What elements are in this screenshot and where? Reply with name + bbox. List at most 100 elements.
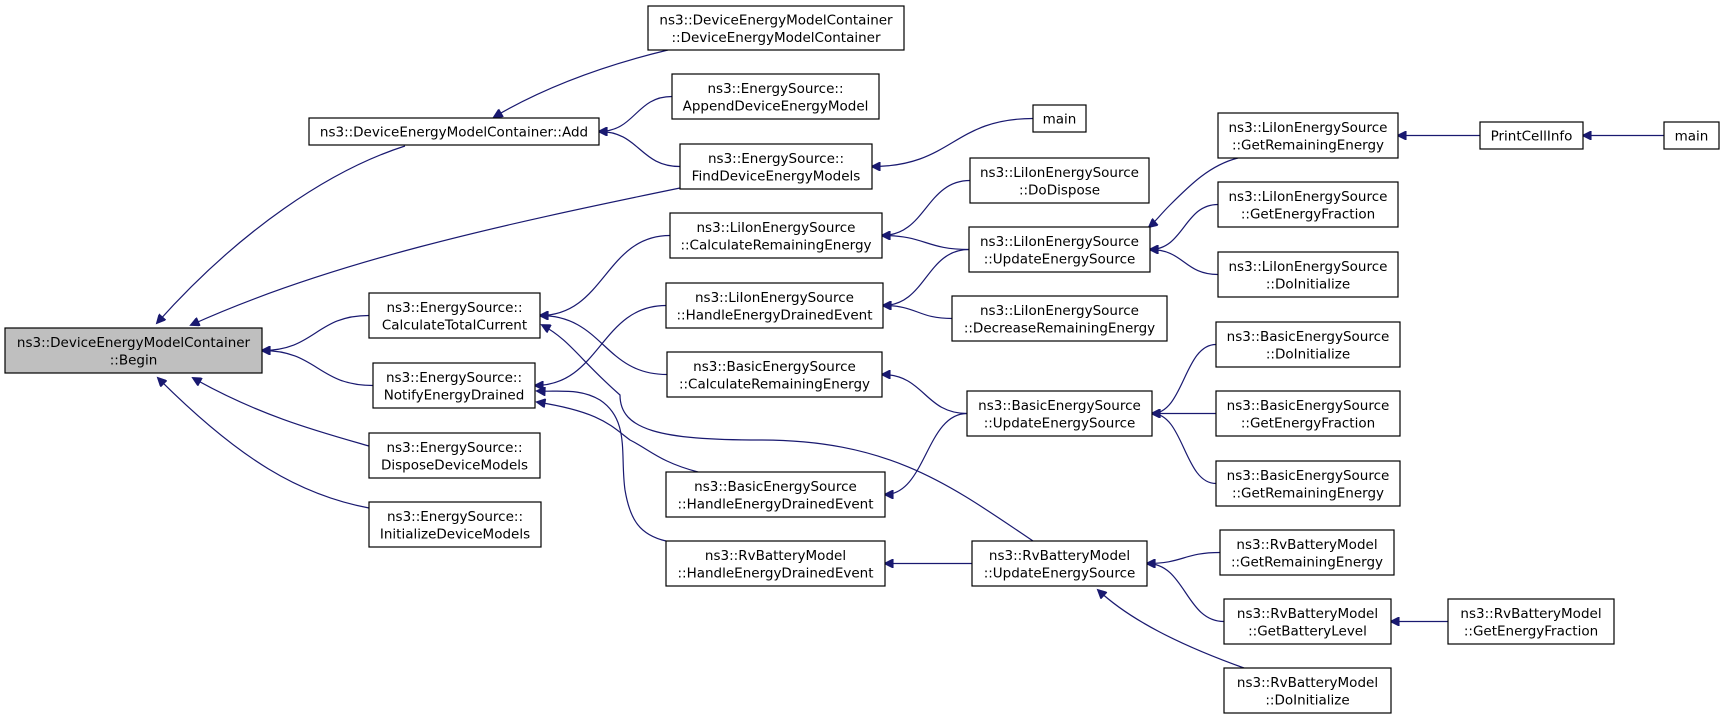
edges-layer [157,49,1665,669]
node-label: ns3::EnergySource:: [708,151,844,167]
edge-begin-notify [262,351,374,387]
node-label: ns3::BasicEnergySource [978,398,1141,414]
node-rv-getlevel[interactable]: ns3::RvBatteryModel::GetBatteryLevel [1223,598,1392,645]
node-li-decrease[interactable]: ns3::LiIonEnergySource::DecreaseRemainin… [951,295,1168,342]
node-li-update[interactable]: ns3::LiIonEnergySource::UpdateEnergySour… [968,226,1151,273]
node-box [966,390,1153,437]
node-label: ns3::BasicEnergySource [1227,468,1390,484]
edge-begin-init-models [158,378,370,509]
edge-rv-update-rv-getrem [1147,551,1221,564]
node-basic-getrem[interactable]: ns3::BasicEnergySource::GetRemainingEner… [1215,460,1401,507]
node-li-calc[interactable]: ns3::LiIonEnergySource::CalculateRemaini… [669,212,883,259]
node-dispose-models[interactable]: ns3::EnergySource::DisposeDeviceModels [368,432,541,479]
node-box [666,351,883,398]
node-label: ns3::LiIonEnergySource [695,290,854,306]
node-box [1223,598,1392,645]
node-li-doinit[interactable]: ns3::LiIonEnergySource::DoInitialize [1217,251,1399,298]
node-label: FindDeviceEnergyModels [692,168,861,184]
node-find[interactable]: ns3::EnergySource::FindDeviceEnergyModel… [679,143,873,190]
edge-li-calc-li-update [882,236,970,251]
node-box [4,327,263,374]
edge-begin-find [191,187,681,325]
node-li-getfrac[interactable]: ns3::LiIonEnergySource::GetEnergyFractio… [1217,181,1399,228]
edge-begin-add [157,145,406,323]
node-label: ns3::BasicEnergySource [1227,329,1390,345]
node-notify[interactable]: ns3::EnergySource::NotifyEnergyDrained [372,362,536,409]
node-add[interactable]: ns3::DeviceEnergyModelContainer::Add [308,117,600,146]
node-box [647,5,905,51]
node-label: ns3::EnergySource:: [386,370,522,386]
node-label: DisposeDeviceModels [381,457,528,473]
node-label: ::DeviceEnergyModelContainer [671,30,880,46]
node-label: ::DoInitialize [1266,276,1350,292]
node-box [308,117,600,146]
node-init-models[interactable]: ns3::EnergySource::InitializeDeviceModel… [368,501,542,548]
node-box [669,212,883,259]
edge-add-find [599,132,681,168]
node-li-handle[interactable]: ns3::LiIonEnergySource::HandleEnergyDrai… [665,282,884,329]
node-box [368,501,542,548]
node-rv-update[interactable]: ns3::RvBatteryModel::UpdateEnergySource [971,540,1148,587]
node-label: ns3::LiIonEnergySource [1229,189,1388,205]
node-main1[interactable]: main [1032,104,1087,133]
edge-add-ctor [494,49,669,117]
node-label: ns3::DeviceEnergyModelContainer [659,12,893,28]
node-label: ::GetRemainingEnergy [1232,137,1384,153]
node-calc-total[interactable]: ns3::EnergySource::CalculateTotalCurrent [368,292,541,339]
node-main2[interactable]: main [1663,121,1720,150]
node-label: ns3::LiIonEnergySource [697,220,856,236]
node-box [1215,321,1401,368]
node-basic-handle[interactable]: ns3::BasicEnergySource::HandleEnergyDrai… [665,471,886,518]
node-rv-getfrac[interactable]: ns3::RvBatteryModel::GetEnergyFraction [1447,598,1615,645]
edge-rv-update-rv-getlevel [1147,564,1225,623]
node-basic-update[interactable]: ns3::BasicEnergySource::UpdateEnergySour… [966,390,1153,437]
node-li-getrem[interactable]: ns3::LiIonEnergySource::GetRemainingEner… [1217,112,1399,159]
node-rv-handle[interactable]: ns3::RvBatteryModel::HandleEnergyDrained… [665,540,886,587]
node-label: ns3::EnergySource:: [386,300,522,316]
node-label: ::DoInitialize [1265,692,1349,708]
edge-li-update-li-getrem [1149,157,1239,227]
edge-calc-total-li-calc [540,234,671,316]
node-box [665,540,886,587]
edge-li-update-li-getfrac [1150,203,1219,250]
edge-basic-calc-basic-update [882,375,968,415]
node-label: ::GetRemainingEnergy [1232,485,1384,501]
edge-rv-update-rv-doinit [1098,590,1245,669]
node-box [1479,121,1584,150]
edge-calc-total-basic-calc [540,316,668,376]
node-append[interactable]: ns3::EnergySource::AppendDeviceEnergyMod… [671,73,880,120]
node-box [368,432,541,479]
node-label: ns3::RvBatteryModel [1236,537,1377,553]
node-rv-getrem[interactable]: ns3::RvBatteryModel::GetRemainingEnergy [1219,529,1395,576]
node-box [951,295,1168,342]
node-basic-doinit[interactable]: ns3::BasicEnergySource::DoInitialize [1215,321,1401,368]
edge-basic-update-basic-doinit [1152,343,1217,414]
node-ctor[interactable]: ns3::DeviceEnergyModelContainer::DeviceE… [647,5,905,51]
node-label: ::GetRemainingEnergy [1231,554,1383,570]
edge-notify-li-handle [535,304,667,386]
nodes-layer: ns3::DeviceEnergyModelContainer::Beginns… [4,5,1720,714]
edge-basic-update-basic-getrem [1152,414,1217,485]
node-box [968,226,1151,273]
edge-li-calc-li-dodispose [882,179,971,236]
node-label: ::UpdateEnergySource [984,415,1136,431]
edge-find-main1 [872,117,1034,167]
node-label: ns3::RvBatteryModel [1237,675,1378,691]
node-printcell[interactable]: PrintCellInfo [1479,121,1584,150]
node-label: ::HandleEnergyDrainedEvent [677,565,873,581]
node-basic-getfrac[interactable]: ns3::BasicEnergySource::GetEnergyFractio… [1215,390,1401,437]
node-label: ::Begin [110,352,158,368]
node-box [665,471,886,518]
node-label: ns3::DeviceEnergyModelContainer [17,335,251,351]
node-li-dodispose[interactable]: ns3::LiIonEnergySource::DoDispose [969,157,1150,204]
node-rv-doinit[interactable]: ns3::RvBatteryModel::DoInitialize [1223,667,1392,714]
node-label: ::GetEnergyFraction [1241,415,1375,431]
node-basic-calc[interactable]: ns3::BasicEnergySource::CalculateRemaini… [666,351,883,398]
node-label: ns3::BasicEnergySource [694,479,857,495]
node-label: ::DecreaseRemainingEnergy [964,320,1155,336]
node-label: AppendDeviceEnergyModel [683,98,869,114]
node-label: ns3::DeviceEnergyModelContainer::Add [320,125,588,141]
node-label: ::HandleEnergyDrainedEvent [677,496,873,512]
node-begin[interactable]: ns3::DeviceEnergyModelContainer::Begin [4,327,263,374]
